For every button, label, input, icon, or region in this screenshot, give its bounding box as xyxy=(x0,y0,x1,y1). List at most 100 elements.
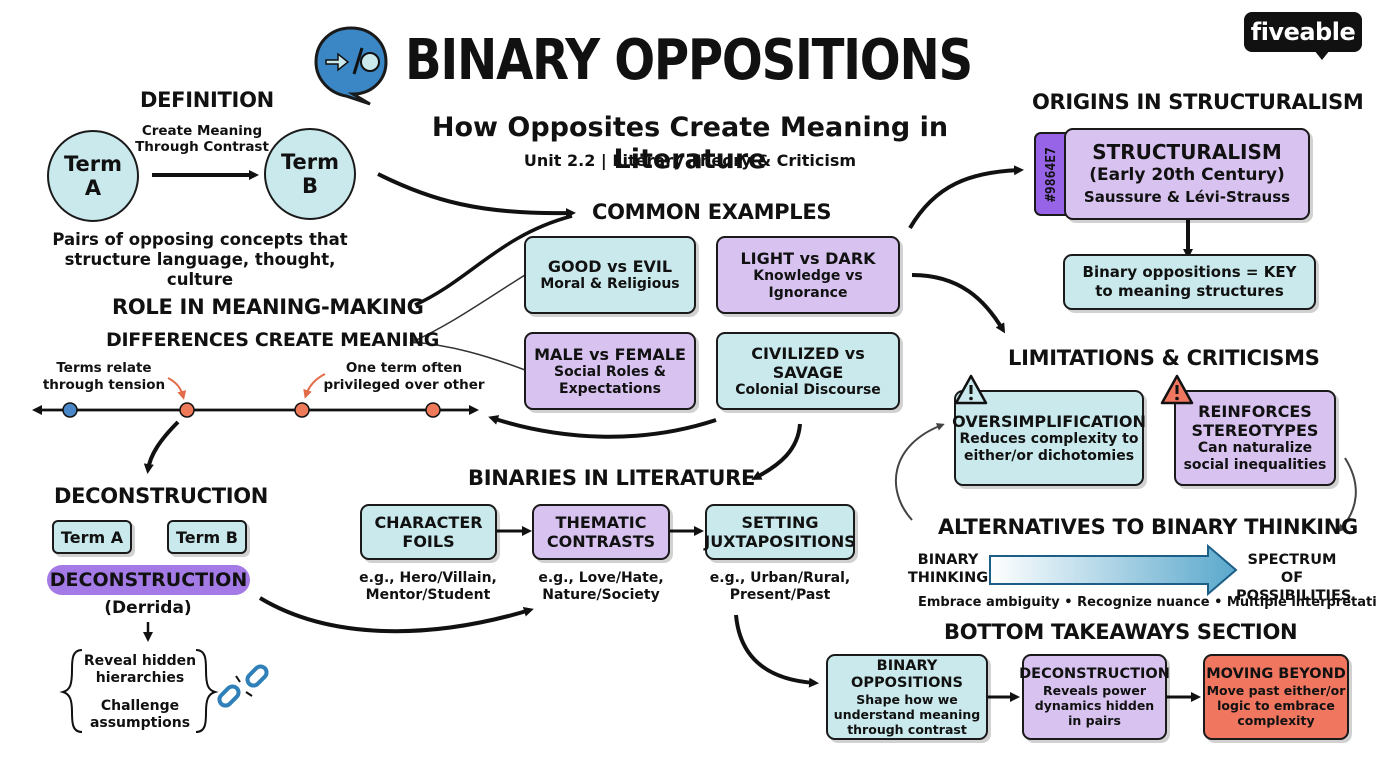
brand-badge: fiveable xyxy=(1244,12,1362,52)
takeaway-1-sub1: Shape how we xyxy=(856,691,958,707)
example-light-dark-sub2: Ignorance xyxy=(768,284,848,301)
lit-character-foils: CHARACTER FOILS xyxy=(360,504,497,560)
takeaway-3-sub2: logic to embrace xyxy=(1217,698,1335,713)
example-light-dark: LIGHT vs DARK Knowledge vs Ignorance xyxy=(716,236,900,314)
term-a-circle: Term A xyxy=(47,130,139,222)
role-heading: ROLE IN MEANING-MAKING xyxy=(112,295,424,319)
alternatives-to: SPECTRUM OF POSSIBILITIES xyxy=(1236,551,1352,605)
limitation-2-sub2: social inequalities xyxy=(1183,457,1327,473)
example-light-dark-sub1: Knowledge vs xyxy=(753,267,863,284)
limitation-stereotypes: REINFORCES STEREOTYPES Can naturalize so… xyxy=(1174,390,1336,486)
note-right-line2: privileged over other xyxy=(323,377,485,393)
note-left-line2: through tension xyxy=(42,377,166,393)
decon-term-a-label: Term A xyxy=(60,527,124,547)
definition-line1: Pairs of opposing concepts that xyxy=(52,230,348,249)
example-good-evil: GOOD vs EVIL Moral & Religious xyxy=(524,236,696,314)
brand-label: fiveable xyxy=(1250,18,1356,46)
lit-character-foils-title1: CHARACTER xyxy=(374,513,483,532)
arrow-label: Create Meaning Through Contrast xyxy=(132,123,272,155)
warning-icon xyxy=(954,374,988,406)
example-light-dark-title: LIGHT vs DARK xyxy=(740,248,876,268)
structuralism-names: Saussure & Lévi-Strauss xyxy=(1083,188,1291,206)
term-a-line2: A xyxy=(84,176,102,200)
term-b-line2: B xyxy=(301,174,318,198)
takeaway-1-title: BINARY OPPOSITIONS xyxy=(851,657,963,691)
alternatives-to-line2: POSSIBILITIES xyxy=(1236,588,1352,604)
origins-heading: ORIGINS IN STRUCTURALISM xyxy=(1032,90,1364,114)
lit-setting-juxtapositions: SETTING JUXTAPOSITIONS xyxy=(704,504,856,560)
takeaway-2-sub2: dynamics hidden xyxy=(1034,698,1155,713)
alternatives-footer: Embrace ambiguity • Recognize nuance • M… xyxy=(918,595,1376,610)
logo-icon xyxy=(312,24,390,106)
lit-example-3-line1: e.g., Urban/Rural, xyxy=(709,570,851,586)
structuralism-title: STRUCTURALISM xyxy=(1092,140,1282,164)
note-right: One term often privileged over other xyxy=(322,360,486,394)
limitation-2-sub1: Can naturalize xyxy=(1197,440,1313,456)
takeaway-binary-oppositions: BINARY OPPOSITIONS Shape how we understa… xyxy=(826,654,988,740)
lit-thematic-contrasts: THEMATIC CONTRASTS xyxy=(532,504,670,560)
lit-thematic-contrasts-title2: CONTRASTS xyxy=(546,532,656,551)
limitation-2-title1: REINFORCES xyxy=(1198,402,1312,421)
decon-term-b-label: Term B xyxy=(176,527,238,547)
deconstruction-pill-label: DECONSTRUCTION xyxy=(49,569,248,591)
takeaway-2-sub1: Reveals power xyxy=(1043,683,1146,698)
decon-term-a: Term A xyxy=(52,520,132,554)
takeaway-2-title: DECONSTRUCTION xyxy=(1019,666,1170,682)
example-male-female-sub2: Expectations xyxy=(559,380,661,397)
lit-setting-title2: JUXTAPOSITIONS xyxy=(704,532,856,551)
unit-label: Unit 2.2 | Literary Theory & Criticism xyxy=(523,151,857,170)
page-title: BINARY OPPOSITIONS xyxy=(405,28,973,93)
lit-setting-title1: SETTING xyxy=(741,513,819,532)
lit-example-1-line1: e.g., Hero/Villain, xyxy=(359,570,497,586)
literature-heading: BINARIES IN LITERATURE xyxy=(468,466,756,490)
definition-line2: structure language, thought, culture xyxy=(64,250,336,289)
limitations-heading: LIMITATIONS & CRITICISMS xyxy=(1008,346,1320,370)
takeaway-moving-beyond: MOVING BEYOND Move past either/or logic … xyxy=(1203,654,1349,740)
arrow-label-line2: Through Contrast xyxy=(135,139,269,155)
lit-thematic-contrasts-title1: THEMATIC xyxy=(555,513,647,532)
term-b-circle: Term B xyxy=(264,128,356,220)
takeaway-2-sub3: in pairs xyxy=(1068,713,1121,728)
decon-item-1-line2: hierarchies xyxy=(95,670,185,686)
structuralism-period: (Early 20th Century) xyxy=(1089,165,1285,185)
decon-item-1: Reveal hidden hierarchies xyxy=(80,653,200,687)
examples-heading: COMMON EXAMPLES xyxy=(592,200,832,224)
example-male-female-title: MALE vs FEMALE xyxy=(534,344,686,364)
example-good-evil-title: GOOD vs EVIL xyxy=(547,257,673,276)
example-male-female: MALE vs FEMALE Social Roles & Expectatio… xyxy=(524,332,696,410)
lit-example-2-line1: e.g., Love/Hate, xyxy=(538,570,664,586)
alternatives-from-line2: THINKING xyxy=(907,570,989,586)
takeaway-deconstruction: DECONSTRUCTION Reveals power dynamics hi… xyxy=(1019,654,1170,740)
structuralism-key-box: Binary oppositions = KEY to meaning stru… xyxy=(1063,254,1316,310)
limitation-1-sub1: Reduces complexity to xyxy=(959,430,1139,447)
origins-tab-label: #9864E7 xyxy=(1043,146,1059,202)
lit-character-foils-title2: FOILS xyxy=(402,532,455,551)
deconstruction-pill: DECONSTRUCTION xyxy=(47,565,250,595)
lit-example-3-line2: Present/Past xyxy=(729,587,831,603)
alternatives-heading: ALTERNATIVES TO BINARY THINKING xyxy=(938,515,1358,539)
alternatives-from-line1: BINARY xyxy=(917,552,979,568)
example-good-evil-sub: Moral & Religious xyxy=(540,276,680,292)
lit-example-3: e.g., Urban/Rural, Present/Past xyxy=(704,570,856,604)
definition-heading: DEFINITION xyxy=(140,88,274,112)
limitation-1-title: OVERSIMPLIFICATION xyxy=(952,411,1146,431)
decon-term-b: Term B xyxy=(167,520,247,554)
takeaways-heading: BOTTOM TAKEAWAYS SECTION xyxy=(944,620,1298,644)
decon-item-2: Challenge assumptions xyxy=(80,698,200,732)
alternatives-to-line1: SPECTRUM OF xyxy=(1247,552,1337,586)
lit-example-2-line2: Nature/Society xyxy=(542,587,660,603)
example-civilized-savage-title: CIVILIZED vs SAVAGE xyxy=(751,343,865,382)
takeaway-3-sub3: complexity xyxy=(1237,713,1315,728)
example-civilized-savage: CIVILIZED vs SAVAGE Colonial Discourse xyxy=(716,332,900,410)
lit-example-2: e.g., Love/Hate, Nature/Society xyxy=(525,570,677,604)
term-a-line1: Term xyxy=(63,152,123,176)
lit-example-1: e.g., Hero/Villain, Mentor/Student xyxy=(352,570,504,604)
example-civilized-savage-sub: Colonial Discourse xyxy=(735,381,881,398)
limitation-1-sub2: either/or dichotomies xyxy=(963,447,1135,464)
limitation-2-title2: STEREOTYPES xyxy=(1191,421,1319,440)
structuralism-box: STRUCTURALISM (Early 20th Century) Sauss… xyxy=(1064,128,1310,220)
takeaway-3-title: MOVING BEYOND xyxy=(1206,666,1346,682)
note-left: Terms relate through tension xyxy=(38,360,170,394)
deconstruction-author: (Derrida) xyxy=(104,598,192,618)
